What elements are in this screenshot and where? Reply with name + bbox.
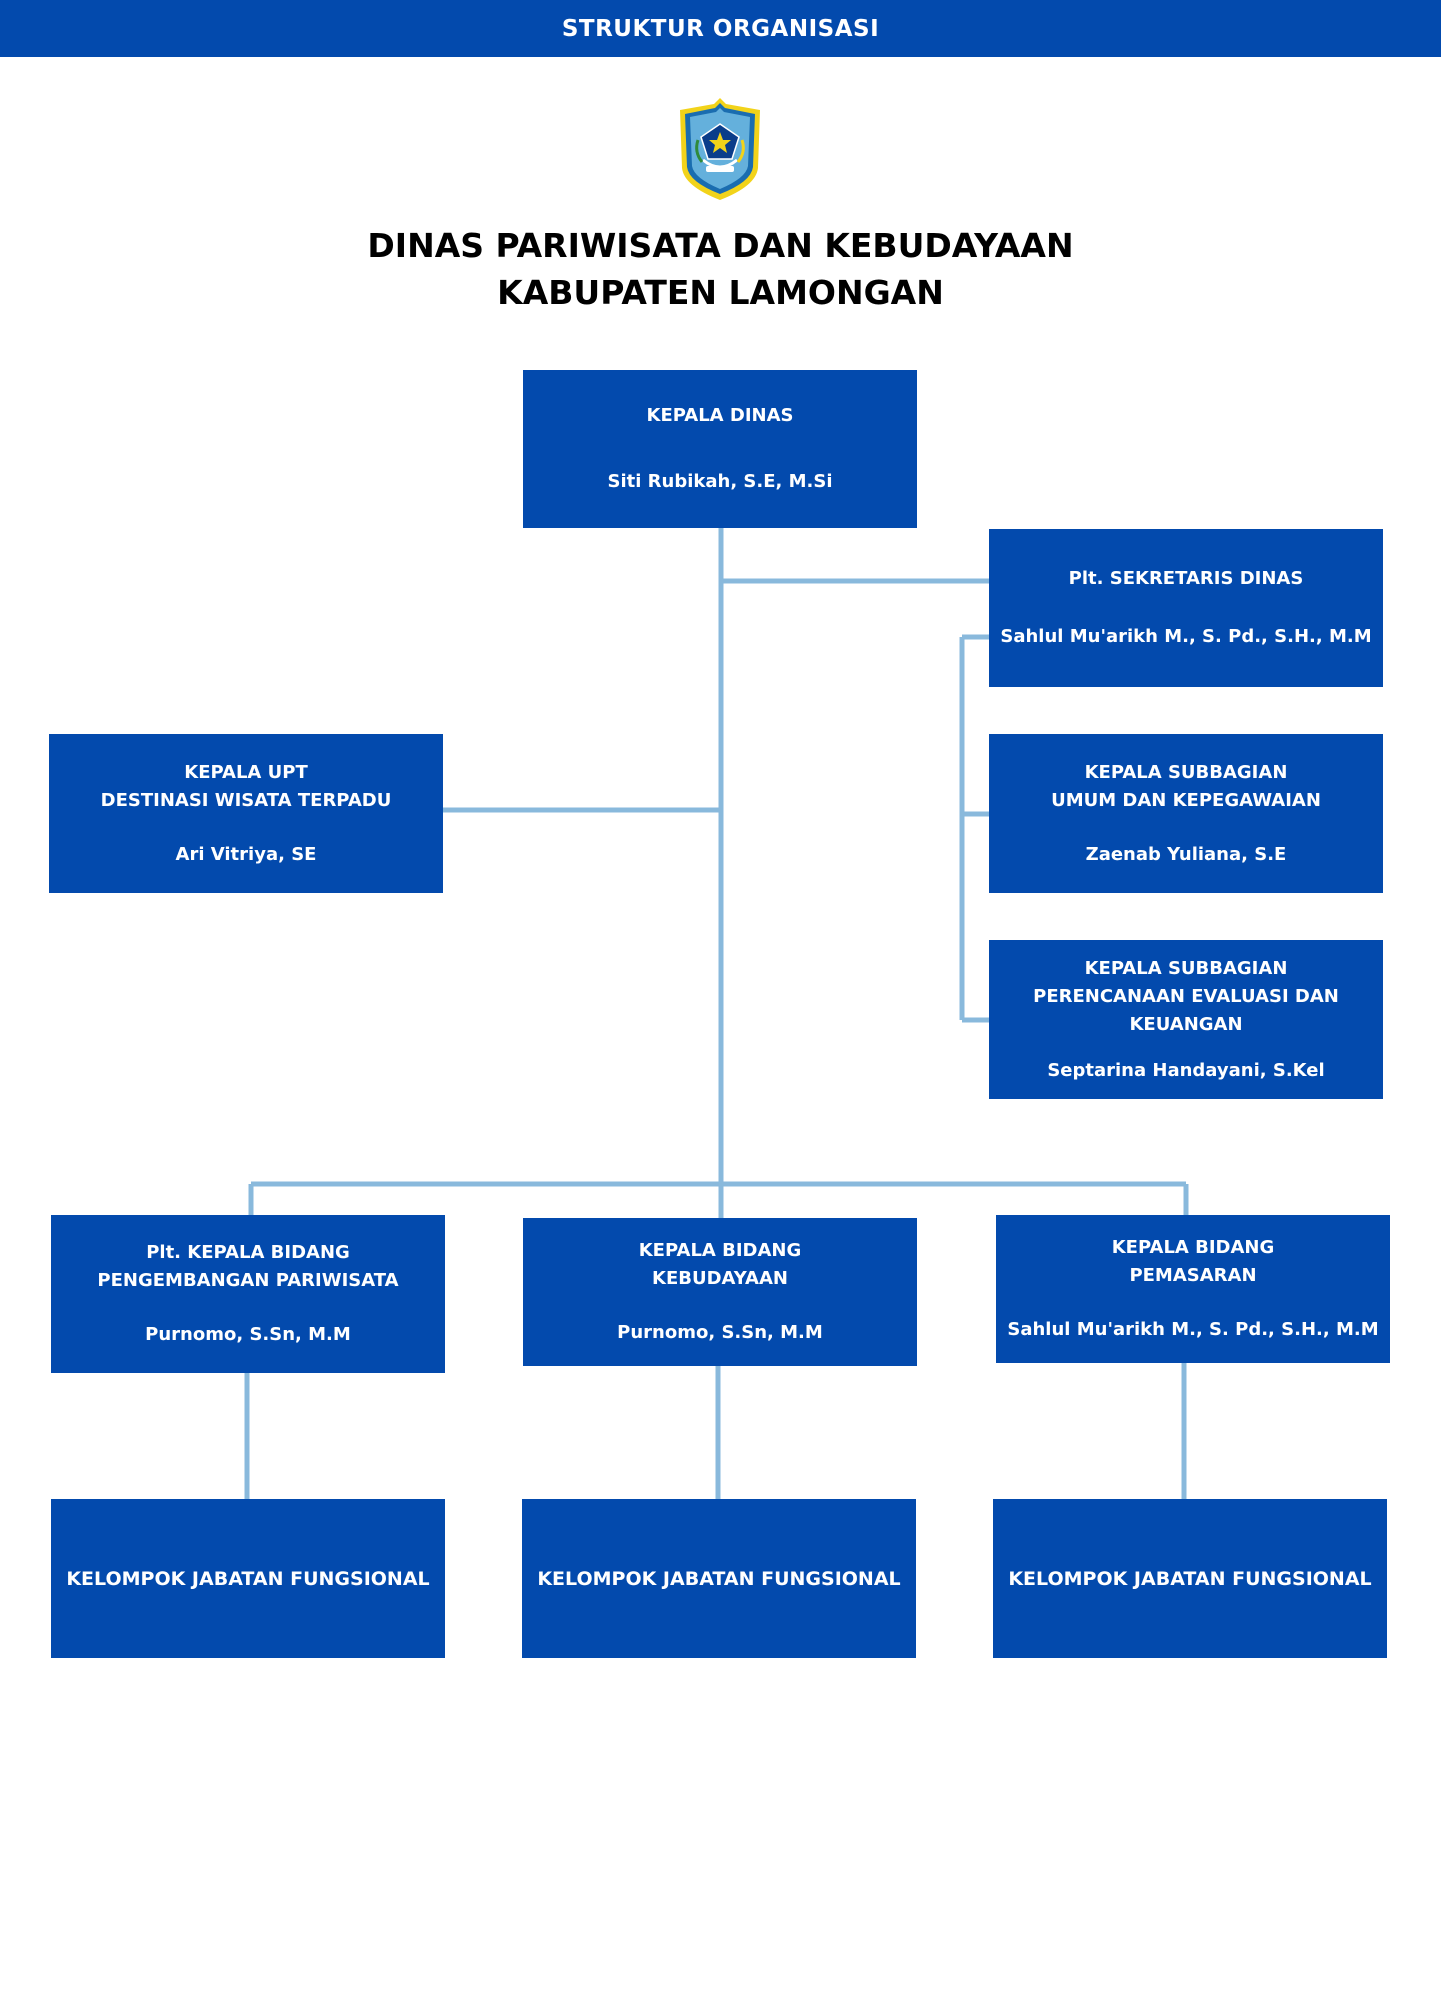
organization-title: DINAS PARIWISATA DAN KEBUDAYAAN KABUPATE… <box>0 222 1441 316</box>
node-official-name: Sahlul Mu'arikh M., S. Pd., S.H., M.M <box>1000 626 1372 647</box>
node-kelompok-fungsional-3: KELOMPOK JABATAN FUNGSIONAL <box>993 1499 1387 1658</box>
header-bar: STRUKTUR ORGANISASI <box>0 0 1441 57</box>
node-subbagian-perencanaan: KEPALA SUBBAGIAN PERENCANAAN EVALUASI DA… <box>989 940 1383 1099</box>
node-title: KELOMPOK JABATAN FUNGSIONAL <box>537 1567 901 1590</box>
organization-title-line2: KABUPATEN LAMONGAN <box>497 273 944 312</box>
node-official-name: Purnomo, S.Sn, M.M <box>145 1324 351 1345</box>
node-title: KEPALA UPT DESTINASI WISATA TERPADU <box>100 761 392 811</box>
node-official-name: Purnomo, S.Sn, M.M <box>617 1322 823 1343</box>
node-kelompok-fungsional-2: KELOMPOK JABATAN FUNGSIONAL <box>522 1499 916 1658</box>
node-official-name: Zaenab Yuliana, S.E <box>1085 843 1287 865</box>
node-title: Plt. SEKRETARIS DINAS <box>1068 568 1304 589</box>
node-official-name: Septarina Handayani, S.Kel <box>1047 1059 1325 1081</box>
node-kelompok-fungsional-1: KELOMPOK JABATAN FUNGSIONAL <box>51 1499 445 1658</box>
node-sekretaris-dinas: Plt. SEKRETARIS DINAS Sahlul Mu'arikh M.… <box>989 529 1383 687</box>
node-official-name: Siti Rubikah, S.E, M.Si <box>607 471 833 492</box>
organization-title-line1: DINAS PARIWISATA DAN KEBUDAYAAN <box>367 226 1074 265</box>
node-title: KEPALA SUBBAGIAN PERENCANAAN EVALUASI DA… <box>1033 957 1339 1035</box>
node-title: KELOMPOK JABATAN FUNGSIONAL <box>66 1567 430 1590</box>
node-bidang-pemasaran: KEPALA BIDANG PEMASARAN Sahlul Mu'arikh … <box>996 1215 1390 1363</box>
lamongan-regency-crest-icon <box>680 98 760 200</box>
node-bidang-kebudayaan: KEPALA BIDANG KEBUDAYAAN Purnomo, S.Sn, … <box>523 1218 917 1366</box>
node-title: KELOMPOK JABATAN FUNGSIONAL <box>1008 1567 1372 1590</box>
node-bidang-pengembangan-pariwisata: Plt. KEPALA BIDANG PENGEMBANGAN PARIWISA… <box>51 1215 445 1373</box>
node-official-name: Ari Vitriya, SE <box>175 843 317 865</box>
node-official-name: Sahlul Mu'arikh M., S. Pd., S.H., M.M <box>1007 1319 1379 1340</box>
node-title: KEPALA SUBBAGIAN UMUM DAN KEPEGAWAIAN <box>1051 761 1321 811</box>
node-title: KEPALA DINAS <box>646 405 794 426</box>
node-title: KEPALA BIDANG PEMASARAN <box>1111 1237 1275 1286</box>
node-title: KEPALA BIDANG KEBUDAYAAN <box>638 1240 802 1289</box>
header-title: STRUKTUR ORGANISASI <box>561 15 880 42</box>
node-title: Plt. KEPALA BIDANG PENGEMBANGAN PARIWISA… <box>97 1242 399 1291</box>
node-kepala-upt: KEPALA UPT DESTINASI WISATA TERPADU Ari … <box>49 734 443 893</box>
node-subbagian-umum: KEPALA SUBBAGIAN UMUM DAN KEPEGAWAIAN Za… <box>989 734 1383 893</box>
node-kepala-dinas: KEPALA DINAS Siti Rubikah, S.E, M.Si <box>523 370 917 528</box>
